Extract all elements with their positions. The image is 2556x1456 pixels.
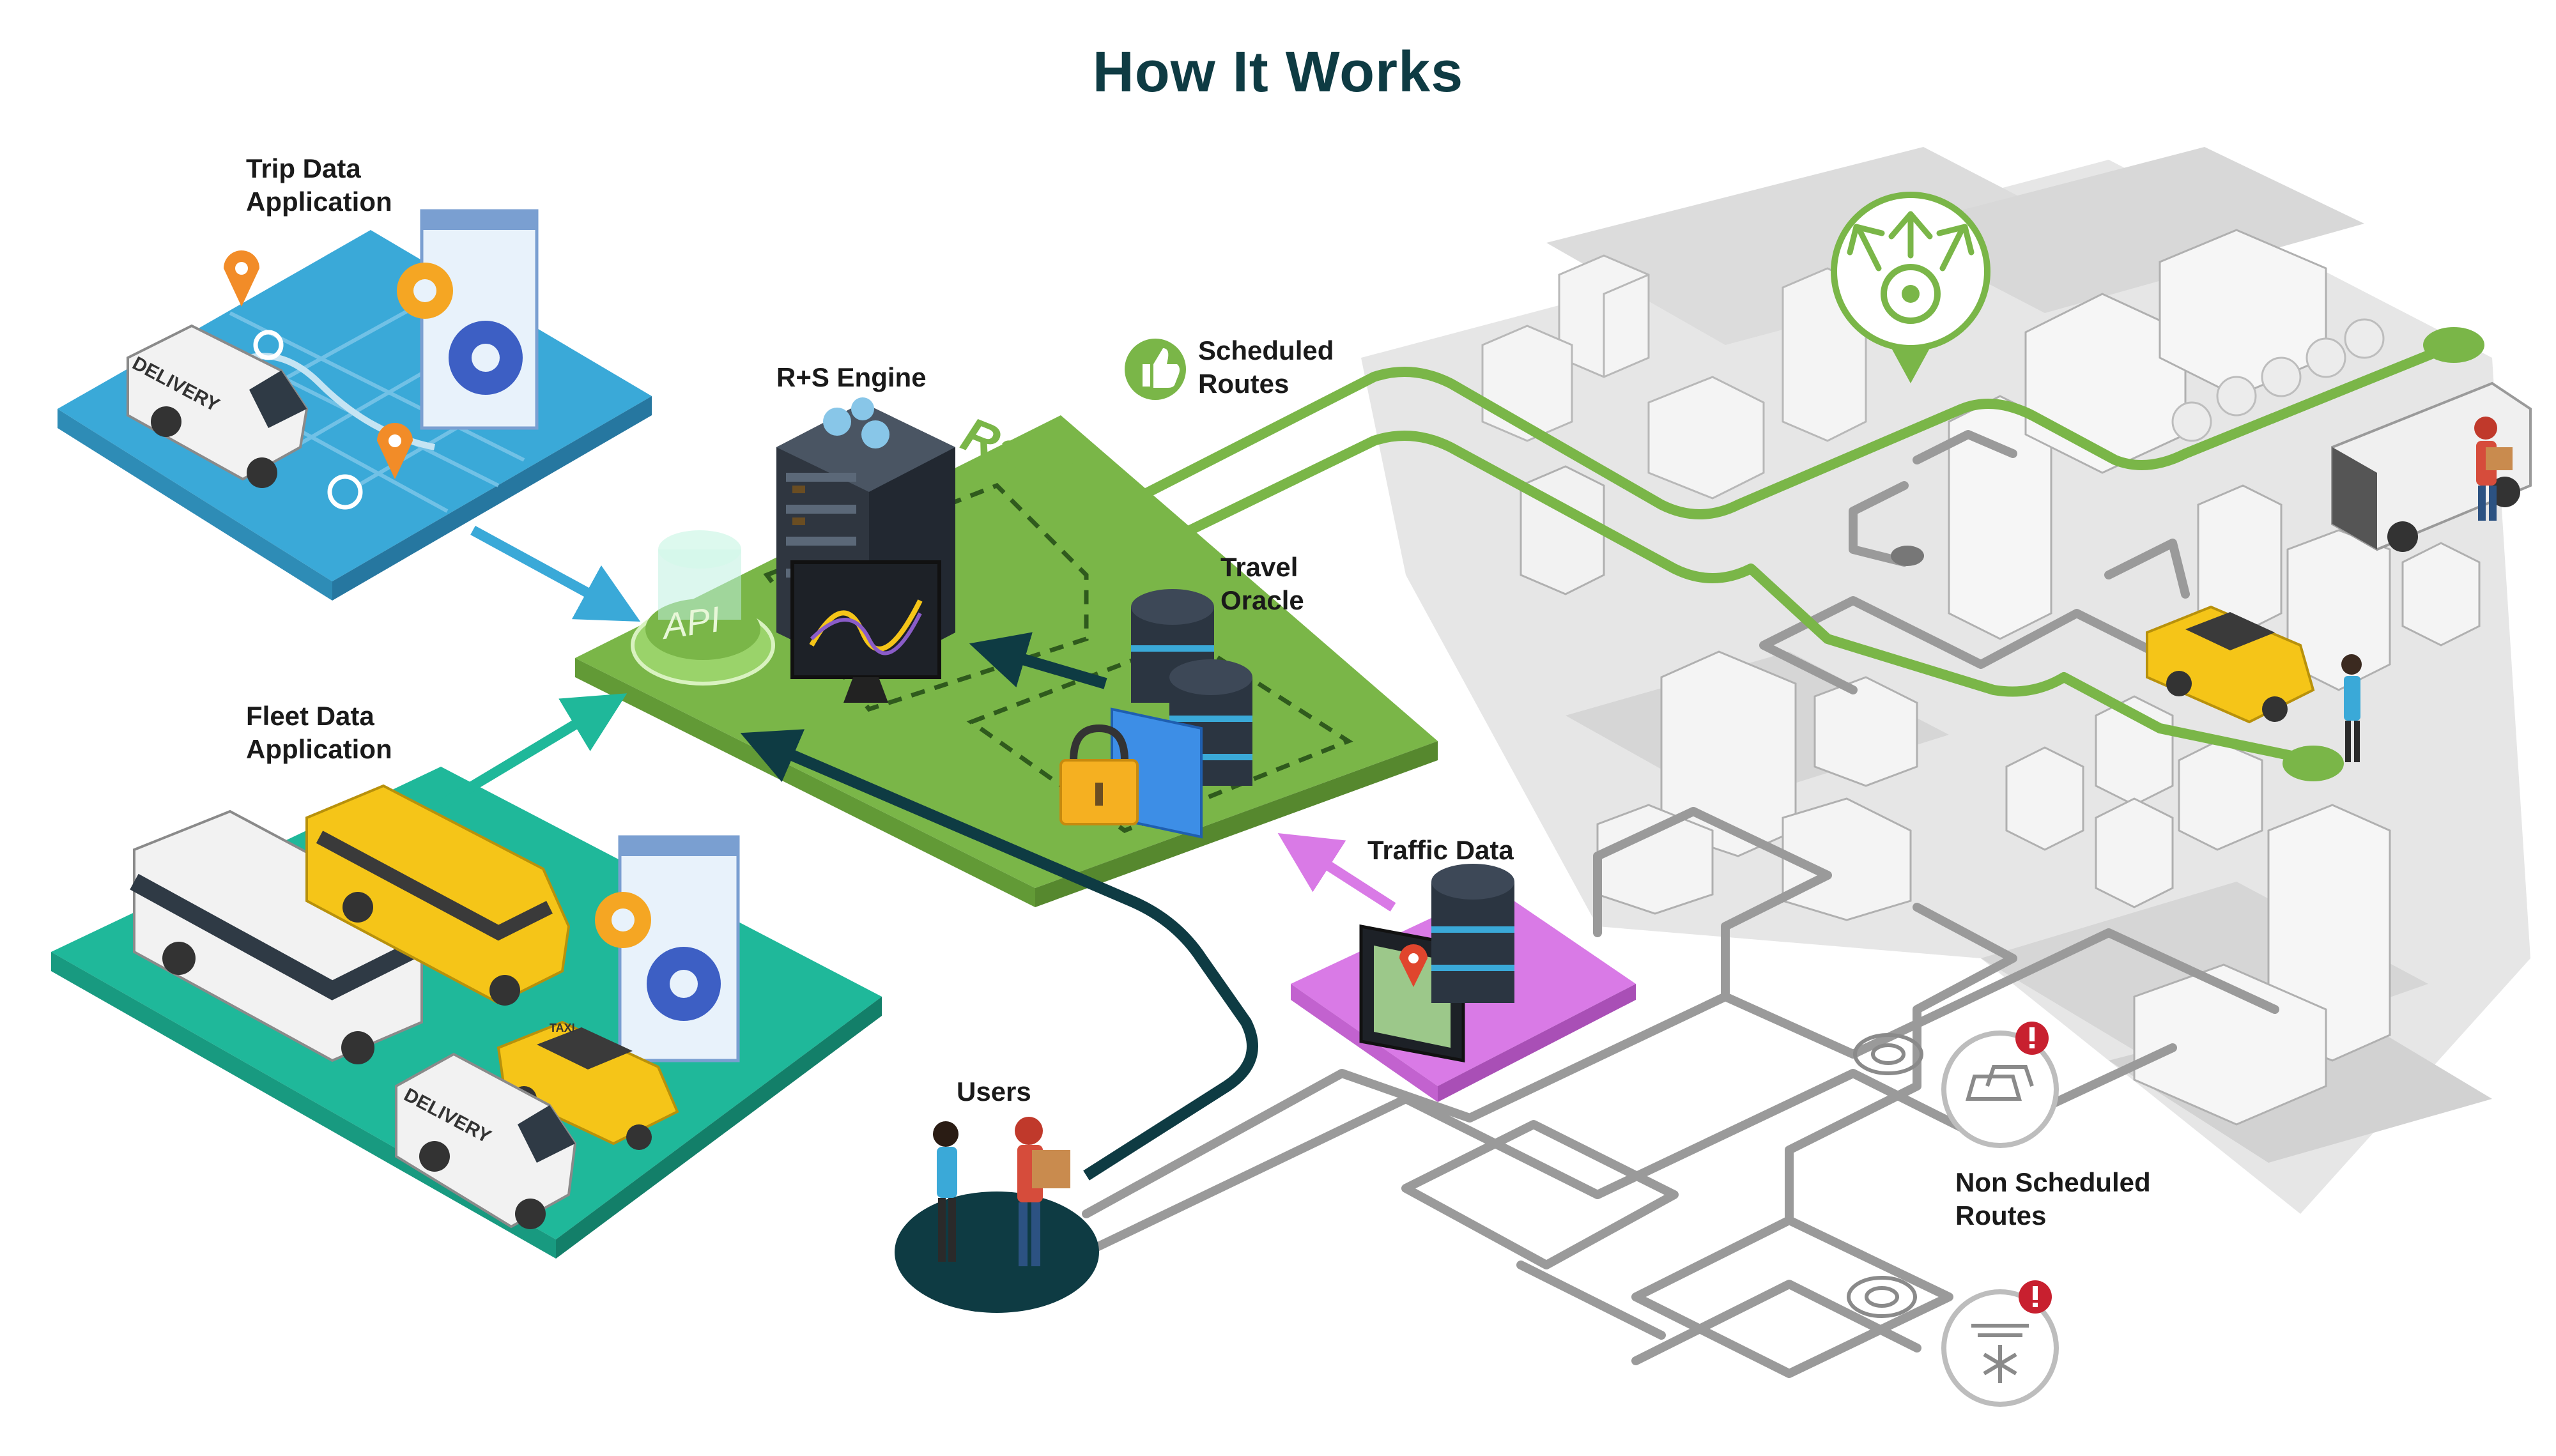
padlock-icon xyxy=(1059,724,1139,825)
analytics-monitor xyxy=(790,560,941,703)
engine-label: R+S Engine xyxy=(776,362,927,392)
building xyxy=(2095,797,2174,908)
city-buildings xyxy=(1481,229,2481,1126)
api-label: API xyxy=(658,599,723,647)
building xyxy=(1647,376,1765,500)
trees xyxy=(2171,318,2385,442)
user-courier xyxy=(1015,1117,1070,1266)
map-pin-icon xyxy=(224,250,259,307)
app-window xyxy=(420,209,539,430)
city-taxi xyxy=(2146,605,2315,724)
map-pin-icon xyxy=(377,423,413,479)
thumbs-up-icon xyxy=(1125,339,1186,400)
passenger-person xyxy=(2341,654,2362,762)
courier-person xyxy=(2474,417,2513,521)
gear-arrows-icon xyxy=(1831,192,1990,383)
trip-data-label: Trip Data Application xyxy=(246,153,392,217)
users-label: Users xyxy=(957,1077,1031,1107)
oracle-to-engine-arrow xyxy=(969,632,1107,689)
traffic-jam-icon xyxy=(1941,1031,2059,1148)
fleet-data-label: Fleet Data Application xyxy=(246,701,392,764)
building xyxy=(2005,746,2084,851)
route-endpoint xyxy=(2423,327,2484,363)
fleet-delivery-van: DELIVERY xyxy=(395,1052,577,1229)
gear-icon xyxy=(595,892,651,948)
weather-alert xyxy=(1847,1276,2059,1407)
api-hub: API xyxy=(631,530,775,686)
fleet-bus xyxy=(130,809,426,1064)
building xyxy=(2401,542,2481,647)
travel-oracle xyxy=(1059,589,1252,839)
user-woman xyxy=(933,1121,958,1262)
trip-to-api-arrow xyxy=(470,525,641,622)
trip-data-platform: DELIVERY xyxy=(58,209,652,601)
page-title: How It Works xyxy=(1092,40,1464,104)
fleet-data-platform: TAXI DELIVERY xyxy=(51,767,882,1259)
scheduled-routes xyxy=(1081,340,2459,765)
travel-oracle-label: Travel Oracle xyxy=(1220,552,1304,615)
database-icon xyxy=(1431,864,1514,1003)
route-endpoint xyxy=(2283,746,2344,781)
users-group xyxy=(895,1117,1099,1313)
building xyxy=(1520,465,1605,595)
building xyxy=(1813,676,1918,787)
traffic-data-label: Traffic Data xyxy=(1367,835,1514,865)
building xyxy=(2133,963,2327,1126)
taxi-label: TAXI xyxy=(550,1022,575,1034)
scheduled-routes-label: Scheduled Routes xyxy=(1198,335,1334,399)
gear-icon xyxy=(647,947,721,1021)
trip-delivery-van: DELIVERY xyxy=(127,324,309,488)
non-scheduled-routes-label: Non Scheduled Routes xyxy=(1955,1167,2151,1230)
traffic-to-oracle-arrow xyxy=(1277,833,1396,912)
fleet-school-bus xyxy=(305,784,571,1006)
building xyxy=(2178,740,2263,851)
traffic-data-platform xyxy=(1291,864,1636,1102)
fleet-to-api-arrow xyxy=(438,693,627,809)
users-to-api-arrow xyxy=(740,729,1258,1181)
gear-icon xyxy=(449,321,523,395)
traffic-jam-alert xyxy=(1853,1022,2059,1148)
map-pin-icon xyxy=(1399,944,1428,987)
building xyxy=(1948,395,2052,640)
route-node xyxy=(1891,546,1924,566)
gear-icon xyxy=(397,263,453,319)
